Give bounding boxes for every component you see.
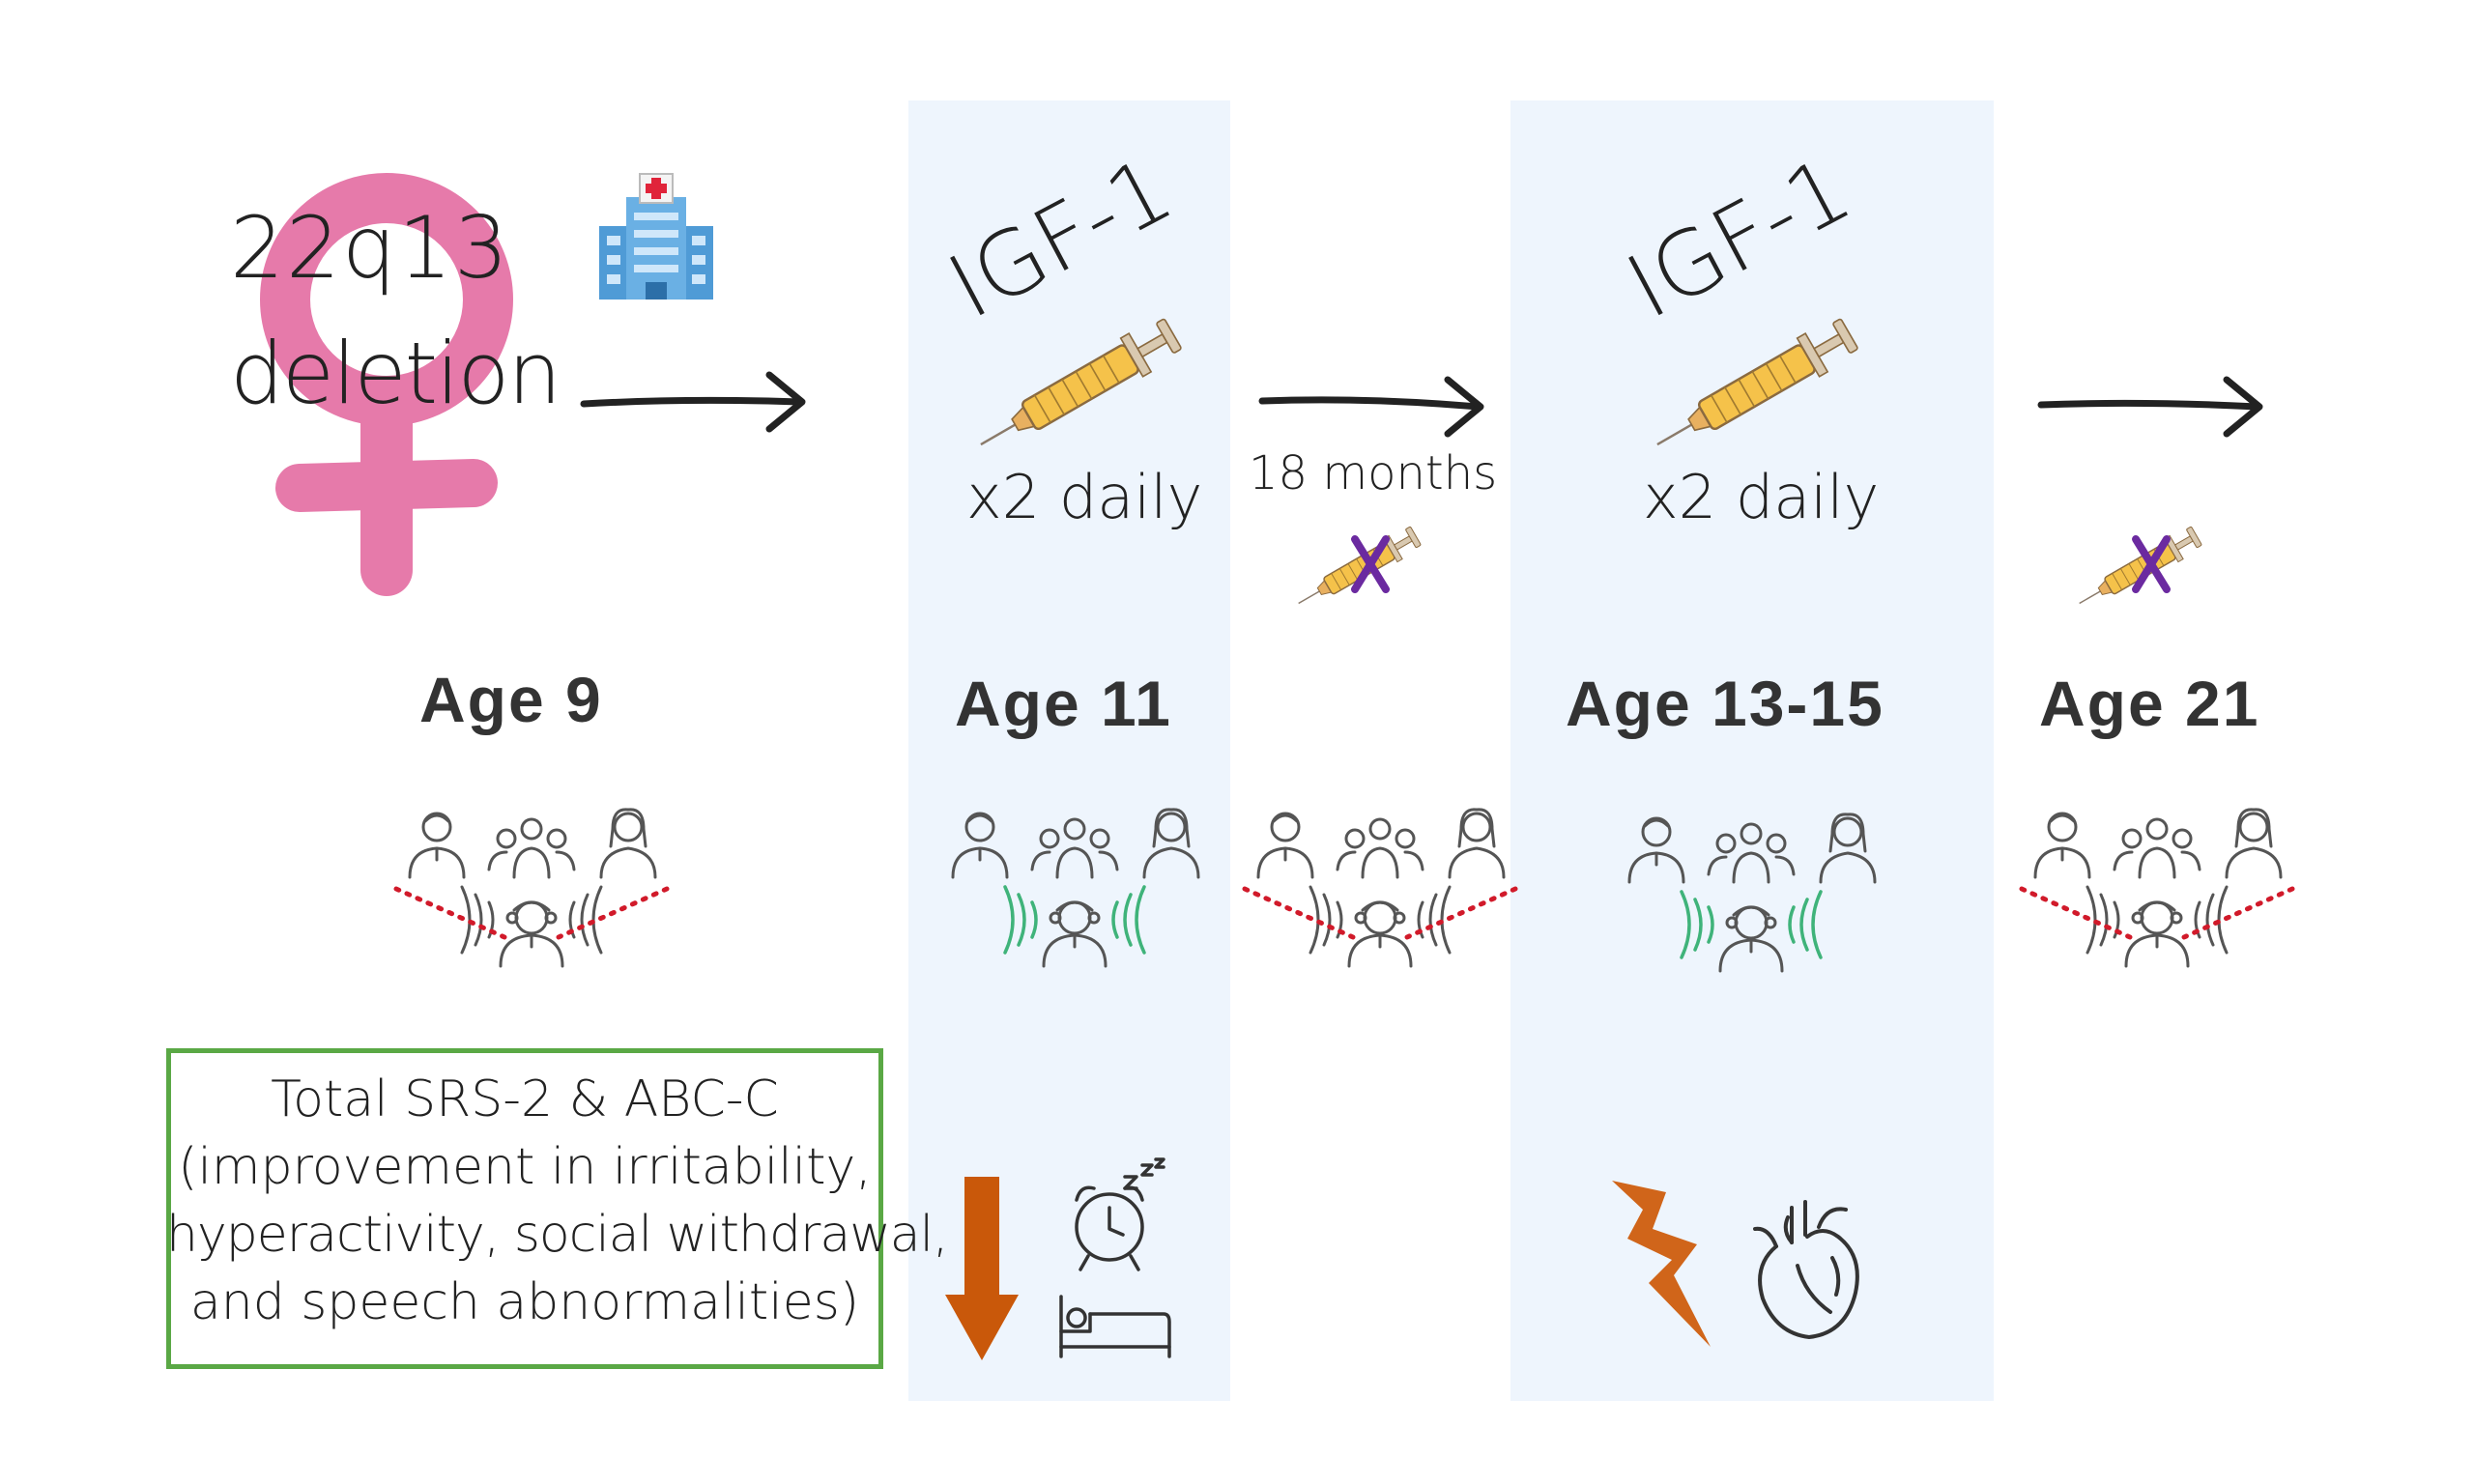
female-symbol-icon xyxy=(260,173,513,596)
social-group-age9 xyxy=(396,808,667,968)
dose-label-age11: x2 daily xyxy=(966,462,1203,532)
bed-icon xyxy=(1059,1295,1171,1358)
arrow-2 xyxy=(1258,376,1484,438)
alarm-clock-icon xyxy=(1075,1157,1165,1271)
outcome-line1: Total SRS-2 & ABC-C xyxy=(271,1070,779,1128)
syringe-crossed-icon xyxy=(1290,523,1424,616)
age-label-11: Age 11 xyxy=(955,668,1172,739)
age-label-9: Age 9 xyxy=(419,664,603,735)
outcome-box xyxy=(166,1048,883,1369)
syringe-crossed-icon xyxy=(2071,523,2204,616)
social-group-age11 xyxy=(951,808,1200,968)
arrow-3 xyxy=(2037,376,2263,438)
genetic-label-line2: deletion xyxy=(230,324,561,423)
panel-age11 xyxy=(908,100,1230,1401)
social-group-gap1 xyxy=(1245,808,1515,968)
syringe-icon xyxy=(968,313,1186,466)
hospital-icon xyxy=(599,173,713,300)
dose-label-age13-15: x2 daily xyxy=(1643,462,1880,532)
genetic-label-line1: 22q13 xyxy=(230,198,510,298)
age-label-13-15: Age 13-15 xyxy=(1566,668,1884,739)
outcome-line2: (improvement in irritability, xyxy=(178,1138,872,1196)
heart-icon xyxy=(1753,1200,1859,1339)
syringe-icon xyxy=(1645,313,1862,466)
down-arrow-icon xyxy=(945,1177,1019,1360)
outcome-line3: hyperactivity, social withdrawal, xyxy=(166,1206,949,1264)
social-group-age13-15 xyxy=(1627,813,1877,973)
lightning-icon xyxy=(1612,1181,1711,1347)
social-group-age21 xyxy=(2022,808,2292,968)
outcome-line4: and speech abnormalities) xyxy=(189,1273,860,1331)
age-label-21: Age 21 xyxy=(2039,668,2260,739)
arrow-1 xyxy=(580,371,806,433)
panel-age13-15 xyxy=(1510,100,1994,1401)
duration-label: 18 months xyxy=(1249,446,1498,500)
